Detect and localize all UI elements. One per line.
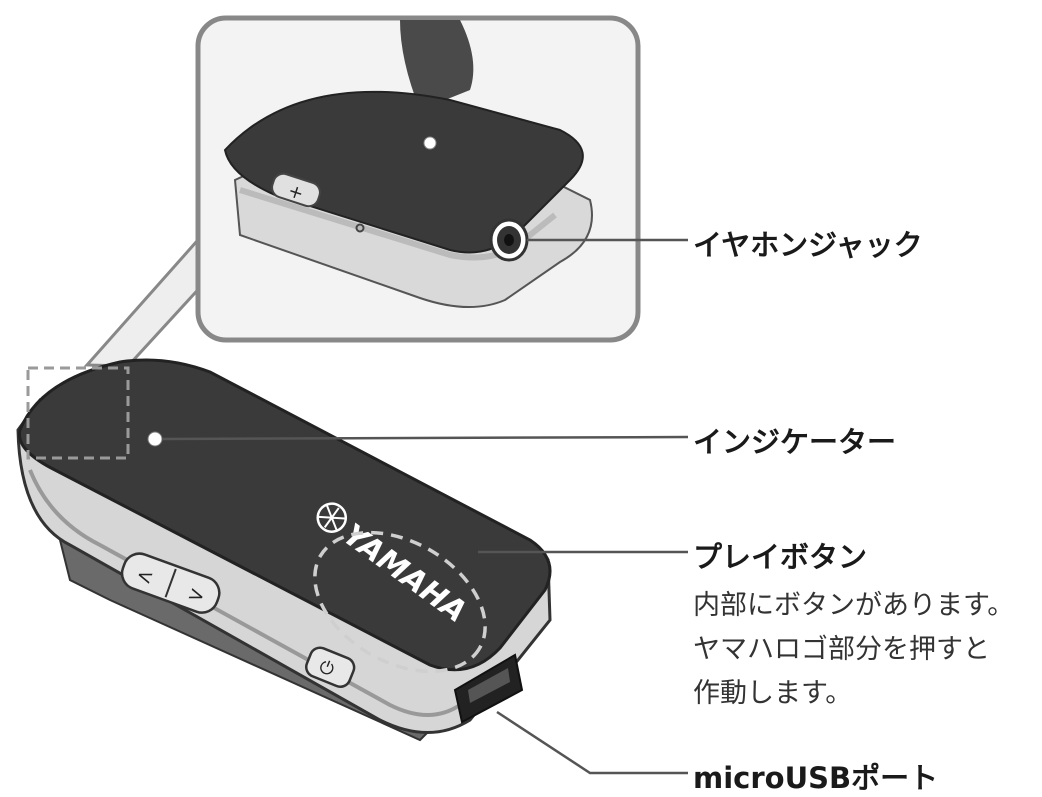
play-button-desc-2: ヤマハロゴ部分を押すと (693, 634, 990, 665)
zoom-area-marker (26, 366, 130, 460)
main-device: < > ⏻ YAMAHA (16, 358, 552, 742)
prev-key-glyph: < (133, 562, 157, 590)
leader-indicator (161, 435, 689, 441)
zoomed-indicator-dot (423, 136, 437, 150)
zoomed-top-surface (223, 90, 584, 254)
earphone-jack-icon (489, 218, 529, 262)
label-micro-usb-port: microUSBポート (693, 761, 939, 795)
play-button-desc-3: 作動します。 (693, 678, 853, 709)
play-button-desc-1: 内部にボタンがあります。 (693, 590, 1015, 621)
label-earphone-jack: イヤホンジャック (693, 228, 923, 262)
play-button-area (313, 530, 487, 674)
callout-connector (83, 228, 207, 368)
label-indicator: インジケーター (693, 425, 897, 459)
label-play-button: プレイボタン (693, 540, 868, 574)
leader-micro-usb (496, 710, 688, 775)
power-key: ⏻ (305, 646, 356, 688)
volume-up-key (271, 172, 321, 208)
zoomed-device-top: + (223, 20, 593, 308)
volume-up-glyph: + (285, 180, 306, 205)
micro-usb-port-icon (453, 653, 524, 724)
skip-keys: < > (120, 552, 221, 614)
leader-lines (161, 238, 689, 775)
next-key-glyph: > (185, 581, 209, 609)
indicator-dot (147, 431, 163, 447)
